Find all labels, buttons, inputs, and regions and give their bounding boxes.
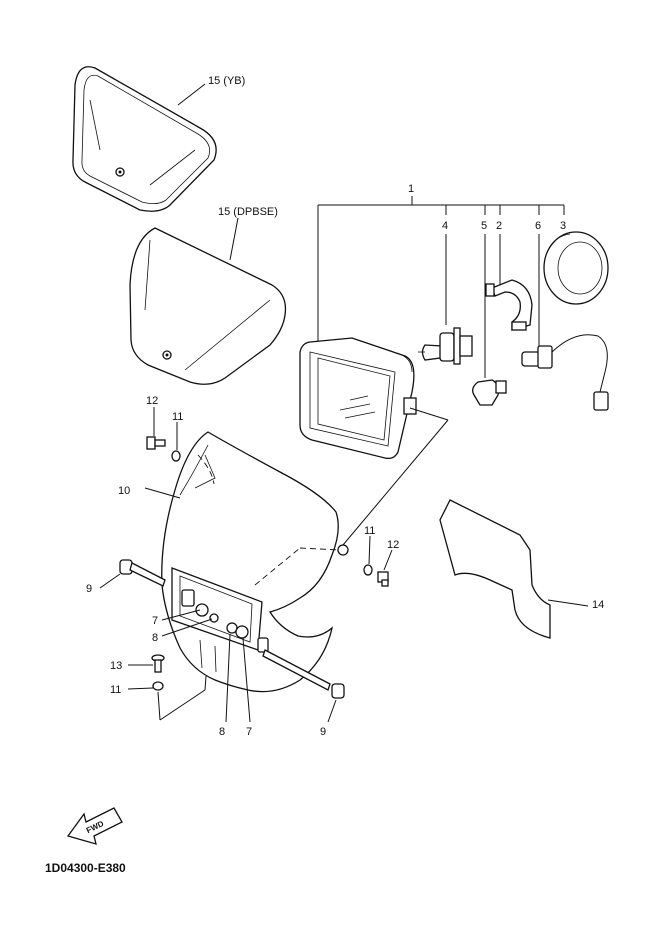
callout-8a: 8 [152, 632, 158, 644]
callout-15-yb: 15 (YB) [208, 75, 245, 87]
callout-9b: 9 [320, 726, 326, 738]
number-plate-yb [72, 66, 217, 212]
number-plate-dpbse [129, 227, 287, 385]
screw-13 [151, 654, 165, 673]
headlight-bulb [418, 327, 473, 365]
callout-13: 13 [110, 660, 122, 672]
callout-15-dpbse: 15 (DPBSE) [218, 206, 278, 218]
callout-11c: 11 [110, 684, 121, 696]
bolt-9-right [262, 649, 345, 699]
callout-10: 10 [118, 485, 130, 497]
bolt-12-left [146, 436, 166, 450]
headlight-cowl [161, 431, 349, 693]
callout-11b: 11 [364, 525, 375, 537]
position-bulb [472, 379, 507, 406]
callout-8b: 8 [219, 726, 225, 738]
callout-7b: 7 [246, 726, 252, 738]
callout-3: 3 [560, 220, 566, 232]
washer-11-left [171, 450, 181, 462]
headlight-unit [299, 337, 417, 460]
callout-14: 14 [592, 599, 604, 611]
bolt-12-right [377, 571, 389, 587]
callout-4: 4 [442, 220, 448, 232]
fwd-arrow-icon: FWD [66, 807, 123, 845]
callout-1: 1 [408, 183, 414, 195]
collar-8-left [209, 613, 219, 623]
callout-9a: 9 [86, 583, 92, 595]
callout-2: 2 [496, 220, 502, 232]
bulb-holder-ring [485, 279, 533, 331]
bolt-9-left [119, 559, 166, 587]
washer-11-lower [152, 681, 164, 691]
callout-11a: 11 [172, 411, 183, 423]
callout-12a: 12 [146, 395, 158, 407]
side-panel-gasket [439, 499, 551, 639]
bulb-socket-lead [521, 334, 609, 411]
grommet-7-left [195, 603, 209, 617]
diagram-code: 1D04300-E380 [45, 861, 126, 875]
callout-6: 6 [535, 220, 541, 232]
grommet-7-right [235, 625, 249, 639]
callout-12b: 12 [387, 539, 399, 551]
callout-5: 5 [481, 220, 487, 232]
washer-11-right [363, 564, 373, 576]
callout-7a: 7 [152, 615, 158, 627]
headlight-rear-cover [543, 231, 609, 305]
